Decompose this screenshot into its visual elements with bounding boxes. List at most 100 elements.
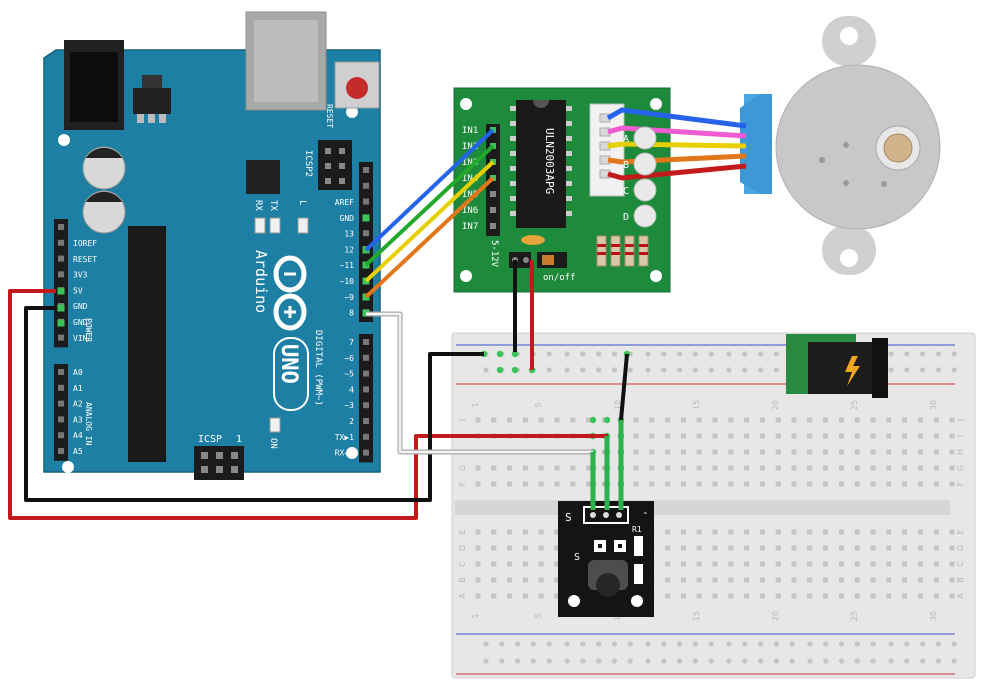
breadboard-hole (554, 481, 560, 487)
breadboard-hole (807, 561, 813, 567)
rail-hole (483, 367, 489, 373)
connected-hole (511, 366, 519, 374)
breadboard-hole (886, 561, 892, 567)
arduino-logo (273, 255, 307, 331)
digital-pin-label: ~6 (344, 354, 354, 363)
rail-hole (483, 641, 489, 647)
breadboard-hole (712, 529, 718, 535)
header-pin[interactable] (363, 370, 369, 377)
breadboard-hole (712, 465, 718, 471)
on-led (269, 417, 281, 433)
icsp2-pin (325, 148, 331, 154)
header-pin[interactable] (363, 230, 369, 237)
header-pin[interactable] (363, 167, 369, 173)
icsp2-label: ICSP2 (303, 150, 313, 177)
breadboard-hole (696, 433, 702, 439)
header-pin[interactable] (58, 334, 64, 341)
header-pin[interactable] (363, 354, 369, 361)
header-pin[interactable] (58, 369, 64, 375)
breadboard-hole (949, 593, 955, 599)
header-pin[interactable] (363, 339, 369, 345)
breadboard-hole (712, 449, 718, 455)
breadboard-hole (807, 529, 813, 535)
column-number: 15 (692, 611, 701, 621)
voltage-label: 5-12V (489, 240, 499, 268)
breadboard-hole (854, 433, 860, 439)
breadboard-hole (933, 465, 939, 471)
breadboard-hole (902, 465, 908, 471)
rail-hole (596, 658, 602, 664)
breadboard-hole (570, 481, 576, 487)
rail-hole (645, 658, 651, 664)
breadboard-hole (728, 593, 734, 599)
breadboard-hole (870, 465, 876, 471)
driver-led-label: A (623, 134, 629, 145)
rail-hole (920, 351, 926, 357)
breadboard-hole (759, 593, 765, 599)
power-pin-label: GND (73, 302, 88, 311)
header-pin[interactable] (58, 448, 64, 454)
row-letter: F (458, 481, 467, 486)
header-pin[interactable] (363, 198, 369, 205)
header-pin[interactable] (58, 384, 64, 391)
header-pin[interactable] (58, 239, 64, 246)
header-pin[interactable] (58, 255, 64, 262)
header-pin[interactable] (363, 433, 369, 440)
header-pin[interactable] (363, 182, 369, 189)
power-lightning-icon (845, 356, 860, 386)
header-pin[interactable] (363, 402, 369, 409)
breadboard-hole (744, 465, 750, 471)
header-pin[interactable] (363, 418, 369, 424)
rail-hole (546, 351, 552, 357)
breadboard-hole (696, 481, 702, 487)
driver-input-label: IN1 (462, 126, 478, 136)
wire-in1-blue (364, 128, 495, 252)
breadboard-hole (475, 529, 481, 535)
breadboard-hole (522, 545, 528, 551)
header-pin[interactable] (58, 416, 64, 423)
icsp-pin (231, 466, 238, 473)
header-pin[interactable] (363, 386, 369, 393)
driver-resistors (596, 235, 649, 267)
driver-input-label: IN5 (462, 190, 478, 200)
digital-pin-label: RX◀0 (335, 449, 354, 458)
rail-hole (692, 658, 699, 664)
center-channel (455, 500, 950, 515)
rail-hole (870, 658, 876, 664)
icsp-pin (231, 452, 238, 459)
breadboard-hole (759, 417, 765, 423)
analog-pin-label: A0 (73, 368, 83, 377)
breadboard-hole (507, 481, 513, 487)
breadboard-hole (854, 417, 860, 423)
rail-hole (888, 641, 894, 647)
rail-hole (951, 641, 957, 647)
arduino-headers (54, 162, 373, 463)
breadboard-hole (886, 481, 892, 487)
analog-pin-label: A3 (73, 415, 83, 424)
header-pin[interactable] (363, 449, 369, 456)
rail-hole (935, 351, 942, 357)
breadboard-hole (775, 417, 781, 423)
driver-input-pin[interactable] (490, 223, 496, 229)
header-pin[interactable] (58, 271, 64, 278)
breadboard-hole (823, 529, 829, 535)
header-pin[interactable] (58, 224, 64, 230)
driver-led-label: B (623, 160, 629, 171)
breadboard-hole (870, 577, 876, 583)
breadboard-hole (823, 417, 829, 423)
analog-header (54, 364, 68, 461)
rail-hole (951, 367, 957, 373)
breadboard-hole (902, 481, 908, 487)
breadboard-hole (696, 449, 702, 455)
breadboard-hole (933, 481, 939, 487)
digital-header-bottom (359, 334, 373, 463)
header-pin[interactable] (58, 432, 64, 439)
driver-input-pin[interactable] (490, 207, 496, 213)
driver-input-pin[interactable] (490, 191, 496, 197)
reset-button-cap[interactable] (346, 77, 368, 99)
on-label: ON (268, 438, 278, 449)
breadboard-hole (680, 529, 686, 535)
driver-resistor (624, 235, 635, 267)
header-pin[interactable] (58, 400, 64, 407)
breadboard-hole (570, 417, 576, 423)
